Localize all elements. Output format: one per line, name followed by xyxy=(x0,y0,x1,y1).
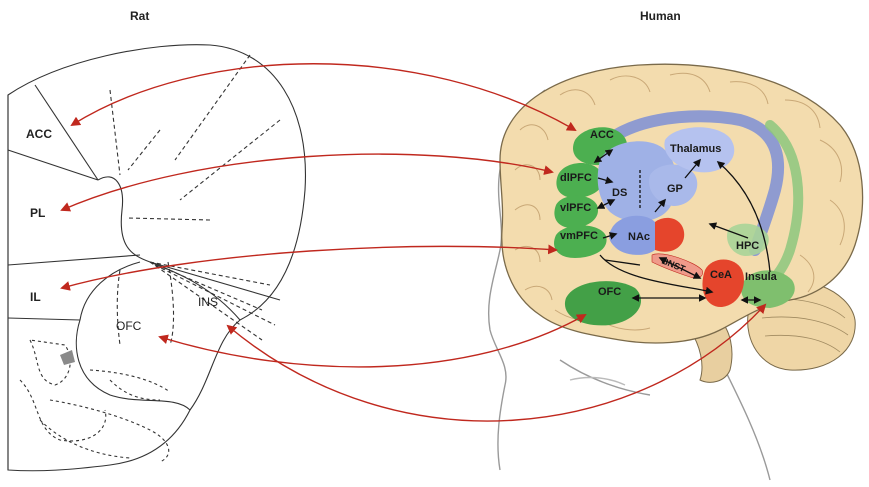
human-vlpfc-label: vlPFC xyxy=(560,202,591,214)
rat-il-label: IL xyxy=(30,290,41,304)
human-cea-label: CeA xyxy=(710,269,732,281)
human-acc-label: ACC xyxy=(590,129,614,141)
human-insula-label: Insula xyxy=(745,271,778,283)
connector-acc xyxy=(72,64,575,130)
human-thalamus-label: Thalamus xyxy=(670,143,721,155)
human-dlpfc-label: dlPFC xyxy=(560,172,592,184)
human-nac-label: NAc xyxy=(628,231,650,243)
human-ds-label: DS xyxy=(612,187,627,199)
rat-acc-label: ACC xyxy=(26,127,52,141)
rat-pl-label: PL xyxy=(30,206,45,220)
rat-ofc-label: OFC xyxy=(116,319,142,333)
rat-brain-section xyxy=(8,45,305,471)
human-ofc-label: OFC xyxy=(598,286,621,298)
human-title: Human xyxy=(640,9,681,23)
rat-title: Rat xyxy=(130,9,149,23)
human-hpc-label: HPC xyxy=(736,240,759,252)
rat-ins-label: INS xyxy=(198,295,218,309)
human-gp-label: GP xyxy=(667,183,683,195)
rat-ventricle-marker xyxy=(60,350,75,365)
connector-pl xyxy=(62,154,552,210)
human-vmpfc-label: vmPFC xyxy=(560,230,598,242)
connector-il xyxy=(62,246,556,288)
